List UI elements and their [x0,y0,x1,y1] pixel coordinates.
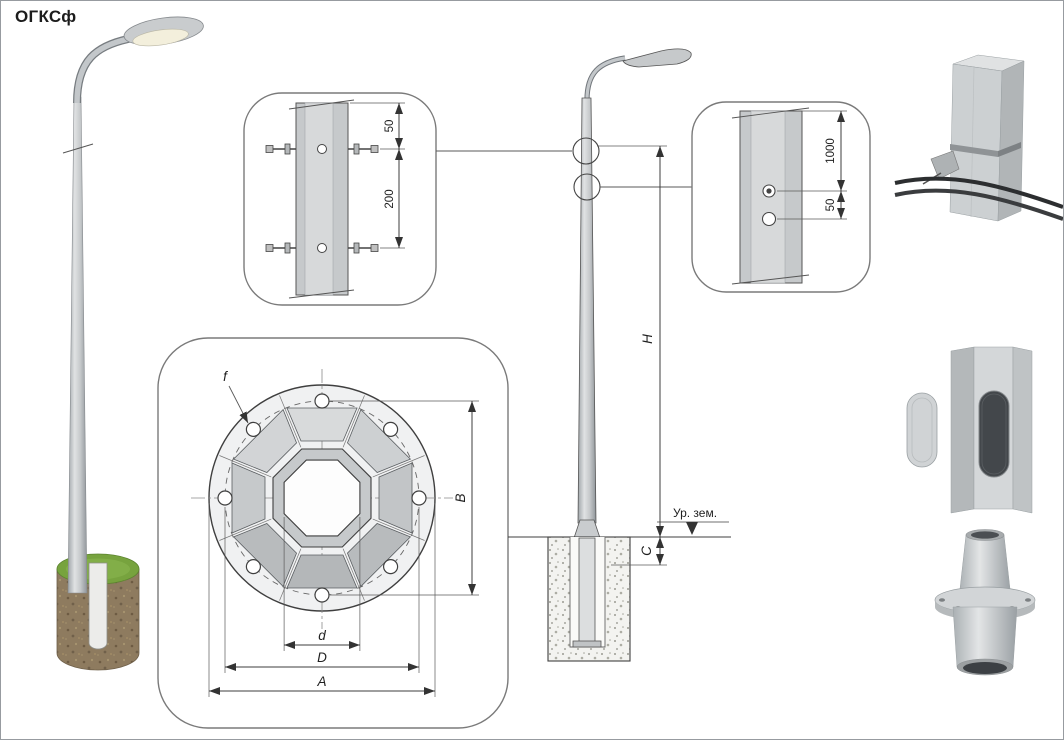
shoe-skirt [952,606,1018,668]
door-opening [978,390,1010,478]
anchor-clamp-render [894,54,1063,222]
pole-elevation-drawing: Ур. зем. H C [508,48,731,662]
base-shoe-render [934,529,1036,676]
dim-label-200: 200 [384,189,396,208]
gusset-segments [231,407,413,589]
dim-label-1000: 1000 [825,138,837,164]
ground-level-mark [686,522,698,535]
dim-label-C: C [639,546,654,556]
break-mark [731,107,810,119]
break-mark [62,143,94,154]
dim-label-D: D [317,650,327,665]
dim-label-A: A [316,674,326,689]
foundation-sleeve [88,562,108,650]
dim-label-H: H [640,334,655,344]
break-mark [731,274,810,285]
embedded-pole [578,537,596,644]
radial-joints [219,395,425,601]
pole-shaft [67,96,88,594]
pole-shaft [577,97,597,524]
dim-label-50-top: 50 [384,120,396,133]
bolt-set-upper [265,143,379,155]
skirt-opening [963,662,1007,674]
pole-3d-render [56,16,204,671]
dim-label-B: B [453,493,468,502]
octagon-hole [283,459,361,537]
label-f: f [223,369,228,384]
break-mark [288,289,355,299]
cable-lower [894,188,1063,221]
dim-label-d: d [318,628,326,643]
page-title: ОГКСф [15,7,77,26]
door-cover [906,392,938,468]
luminaire-head [123,16,204,47]
tube-opening [971,531,999,539]
hole [761,211,777,227]
bracket-arm [585,56,626,101]
ground-label: Ур. зем. [673,506,717,520]
luminaire-head [622,48,692,68]
flange-callout: f B d D A [157,337,509,729]
bolt-set-lower [265,242,379,254]
access-door-render [906,346,1033,514]
bolt-detail-callout: 1000 50 [691,101,871,293]
cable-upper [894,176,1063,209]
wedge-clamp [930,150,960,180]
detail-marker-upper [572,137,600,165]
bracket-arm [74,35,134,104]
f-leader [228,385,249,424]
band-clamp [950,144,998,157]
break-mark [288,99,355,110]
bottom-plate [572,640,602,648]
clamp-detail-callout: 50 200 [243,92,572,306]
bolt-holes [217,393,427,603]
dim-label-50-side: 50 [825,199,837,212]
